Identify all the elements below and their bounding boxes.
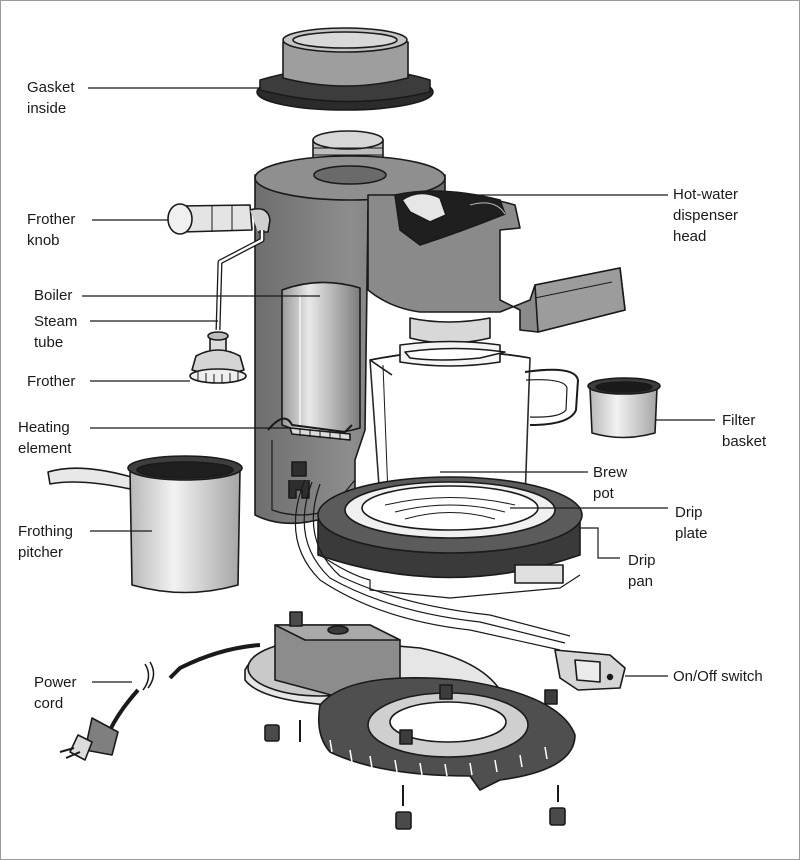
label-frother-knob: Frother knob bbox=[27, 211, 76, 249]
label-heating-element: Heating element bbox=[18, 419, 72, 457]
machine-body bbox=[254, 130, 446, 525]
label-gasket-inside: Gasket inside bbox=[27, 79, 75, 117]
frother-part bbox=[167, 203, 271, 384]
label-power-cord: Power cord bbox=[34, 674, 77, 712]
label-frother: Frother bbox=[27, 373, 76, 390]
base-assembly bbox=[244, 611, 626, 791]
label-brew-pot: Brew pot bbox=[593, 464, 628, 502]
feet-and-screws bbox=[264, 720, 566, 830]
label-drip-pan: Drip pan bbox=[628, 552, 656, 590]
filter-basket-part bbox=[587, 377, 661, 439]
label-boiler: Boiler bbox=[34, 287, 73, 304]
label-drip-plate: Drip plate bbox=[675, 504, 708, 542]
dispenser-head-part bbox=[367, 190, 626, 344]
lid-part bbox=[256, 27, 434, 111]
label-steam-tube: Steam tube bbox=[34, 313, 78, 351]
power-cord-part bbox=[59, 643, 261, 761]
drip-pan-part bbox=[317, 476, 583, 599]
wiring bbox=[294, 479, 571, 651]
leader-lines bbox=[82, 87, 715, 683]
label-filter-basket: Filter basket bbox=[722, 412, 767, 450]
label-frothing-pitcher: Frothing pitcher bbox=[18, 523, 74, 561]
label-hot-water-dispenser-head: Hot-water dispenser head bbox=[673, 186, 739, 245]
frothing-pitcher-part bbox=[47, 455, 243, 594]
label-on-off-switch: On/Off switch bbox=[673, 668, 763, 685]
leader-drip-pan bbox=[580, 527, 620, 559]
